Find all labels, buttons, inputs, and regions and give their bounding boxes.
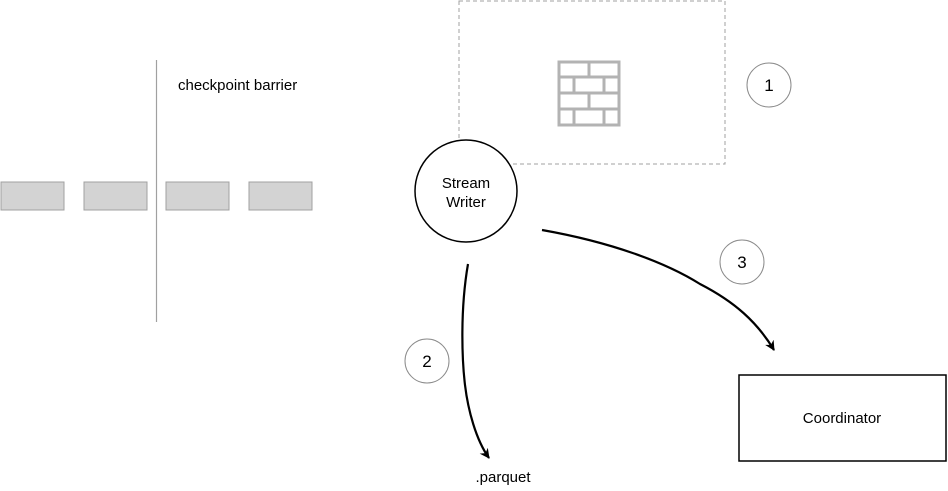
barrier-snapshot-box (458, 0, 726, 165)
step-1-number: 1 (764, 76, 773, 95)
stream-record (83, 181, 148, 211)
checkpoint-barrier-label: checkpoint barrier (178, 77, 297, 94)
stream-writer-label-line2: Writer (446, 194, 486, 211)
record-stream (0, 181, 313, 211)
step-1-marker: 1 (746, 62, 792, 108)
brick-wall-icon (557, 60, 621, 127)
step-2-number: 2 (422, 352, 431, 371)
stream-writer-label-line1: Stream (442, 175, 490, 192)
stream-record (165, 181, 230, 211)
step-3-marker: 3 (719, 239, 765, 285)
coordinator-node: Coordinator (738, 374, 947, 462)
coordinator-label: Coordinator (803, 410, 881, 427)
stream-writer-node: Stream Writer (414, 139, 518, 243)
stream-record (248, 181, 313, 211)
parquet-file-label: .parquet (475, 469, 531, 486)
arrow-writer-to-coordinator (541, 228, 775, 351)
arrow-writer-to-parquet (461, 263, 490, 459)
step-3-number: 3 (737, 253, 746, 272)
step-2-marker: 2 (404, 338, 450, 384)
stream-record (0, 181, 65, 211)
